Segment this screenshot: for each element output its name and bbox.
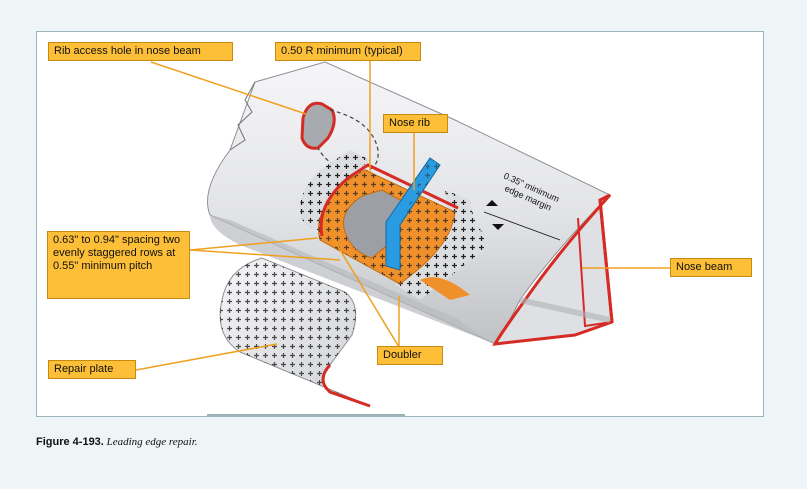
label-repair-plate: Repair plate: [48, 360, 136, 379]
figure-caption: Figure 4-193. Leading edge repair.: [36, 436, 198, 448]
rivet-pattern: [300, 150, 490, 300]
leader-rib-access-hole: [150, 61, 307, 115]
label-rib-access-hole: Rib access hole in nose beam: [48, 42, 233, 61]
nose-rib: [385, 157, 441, 271]
figure-title: Leading edge repair.: [106, 436, 198, 448]
edge-margin-arrows: [483, 200, 561, 241]
label-nose-rib: Nose rib: [383, 114, 448, 133]
frame-divider: [207, 414, 405, 416]
repair-plate: [219, 257, 371, 408]
label-nose-beam: Nose beam: [670, 258, 752, 277]
label-doubler: Doubler: [377, 346, 443, 365]
leader-lines: [135, 60, 678, 371]
leader-spacing-a: [189, 237, 319, 251]
leader-repair-plate: [135, 343, 278, 371]
label-radius-minimum: 0.50 R minimum (typical): [275, 42, 421, 61]
leader-spacing-b: [189, 249, 341, 261]
nose-beam: [492, 193, 614, 346]
figure-number: Figure 4-193.: [36, 436, 104, 448]
label-rivet-spacing: 0.63" to 0.94" spacing two evenly stagge…: [47, 231, 190, 299]
leader-doubler-b: [333, 239, 400, 348]
rib-access-hole: [300, 101, 379, 173]
